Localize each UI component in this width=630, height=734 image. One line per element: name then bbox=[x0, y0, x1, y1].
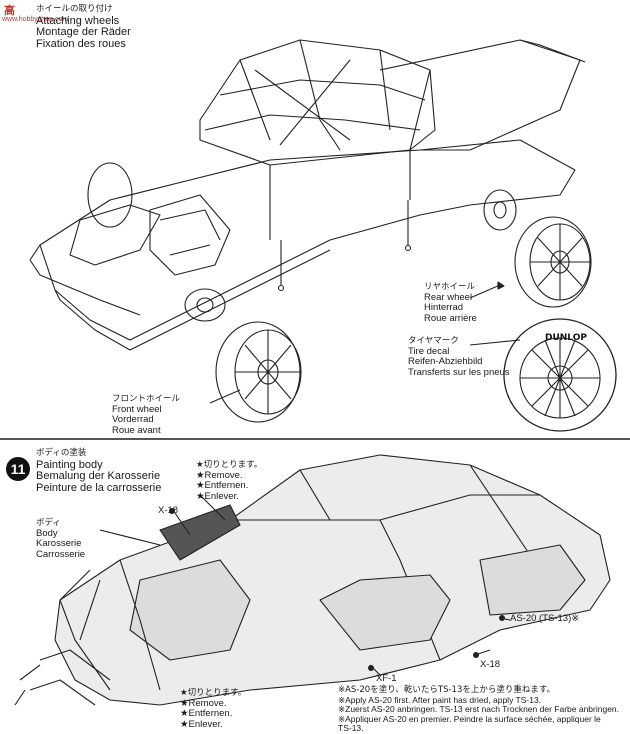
step-number-badge: 11 bbox=[6, 457, 30, 481]
as20-label: AS-20 (TS-13)※ bbox=[510, 613, 580, 624]
step11-title: ボディの塗装 Painting body Bemalung der Kaross… bbox=[36, 448, 161, 494]
x18-label-bottom: X-18 bbox=[480, 659, 501, 670]
tire-brand-label: DUNLOP bbox=[545, 333, 587, 343]
tire-decal-jp: タイヤマーク bbox=[408, 336, 459, 346]
step11-title-jp: ボディの塗装 bbox=[36, 448, 87, 458]
remove-note-top: ★切りとります。 ★Remove. ★Entfernen. ★Enlever. bbox=[196, 460, 262, 502]
tire-decal-fr: Transferts sur les pneus bbox=[408, 366, 510, 378]
front-wheel-en: Front wheel bbox=[112, 403, 162, 415]
paint-note-de: ※Zuerst AS-20 anbringen. TS-13 erst nach… bbox=[338, 704, 620, 714]
rear-wheel-fr: Roue arrière bbox=[424, 312, 477, 324]
remove-bottom-fr: ★Enlever. bbox=[180, 718, 223, 730]
watermark-url: www.hobbyshop.com bbox=[2, 16, 69, 23]
step11-title-en: Painting body bbox=[36, 458, 103, 471]
remove-top-de: ★Entfernen. bbox=[196, 480, 249, 491]
xf1-label: XF-1 bbox=[376, 673, 397, 684]
remove-note-bottom: ★切りとります。 ★Remove. ★Entfernen. ★Enlever. bbox=[180, 688, 246, 730]
body-jp: ボディ bbox=[36, 518, 61, 528]
rear-wheel-label: リヤホイール Rear wheel Hinterrad Roue arrière bbox=[424, 282, 477, 324]
remove-bottom-jp: ★切りとります。 bbox=[180, 688, 247, 698]
step11-title-fr: Peinture de la carrosserie bbox=[36, 481, 162, 494]
paint-note-en: ※Apply AS-20 first. After paint has drie… bbox=[338, 694, 542, 705]
remove-bottom-de: ★Entfernen. bbox=[180, 708, 233, 719]
body-de: Karosserie bbox=[36, 538, 82, 549]
tire-decal-en: Tire decal bbox=[408, 345, 450, 357]
tire-decal-label: タイヤマーク Tire decal Reifen-Abziehbild Tran… bbox=[408, 336, 510, 378]
body-en: Body bbox=[36, 527, 58, 539]
remove-top-en: ★Remove. bbox=[196, 469, 243, 481]
step10-title-en: Attaching wheels bbox=[36, 14, 120, 27]
front-wheel-label: フロントホイール Front wheel Vorderrad Roue avan… bbox=[112, 394, 180, 436]
paint-notes: ※AS-20を塗り、乾いたらTS-13を上から塗り重ねます。 ※Apply AS… bbox=[338, 685, 620, 734]
step10-title: ホイールの取り付け Attaching wheels Montage der R… bbox=[36, 4, 131, 50]
front-wheel-fr: Roue avant bbox=[112, 424, 161, 436]
body-fr: Carrosserie bbox=[36, 548, 86, 560]
remove-top-fr: ★Enlever. bbox=[196, 490, 239, 502]
watermark-logo: 高 bbox=[4, 5, 15, 17]
step10-title-de: Montage der Räder bbox=[36, 26, 131, 38]
tire-decal-de: Reifen-Abziehbild bbox=[408, 356, 483, 367]
step10-title-jp: ホイールの取り付け bbox=[36, 4, 113, 14]
front-wheel-jp: フロントホイール bbox=[112, 394, 181, 404]
section-divider bbox=[0, 438, 630, 440]
rear-wheel-de: Hinterrad bbox=[424, 302, 464, 313]
remove-top-jp: ★切りとります。 bbox=[196, 460, 263, 470]
step11-title-de: Bemalung der Karosserie bbox=[36, 470, 161, 482]
step10-title-fr: Fixation des roues bbox=[36, 37, 126, 50]
rear-wheel-en: Rear wheel bbox=[424, 291, 473, 303]
x18-label-top: X-18 bbox=[158, 505, 179, 516]
paint-note-fr-cont: TS-13. bbox=[338, 723, 364, 733]
paint-note-jp: ※AS-20を塗り、乾いたらTS-13を上から塗り重ねます。 bbox=[338, 685, 555, 695]
remove-bottom-en: ★Remove. bbox=[180, 697, 227, 709]
front-wheel-de: Vorderrad bbox=[112, 414, 154, 425]
body-label: ボディ Body Karosserie Carrosserie bbox=[36, 518, 85, 560]
paint-note-fr: ※Appliquer AS-20 en premier. Peindre la … bbox=[338, 713, 601, 724]
rear-wheel-jp: リヤホイール bbox=[424, 282, 476, 292]
